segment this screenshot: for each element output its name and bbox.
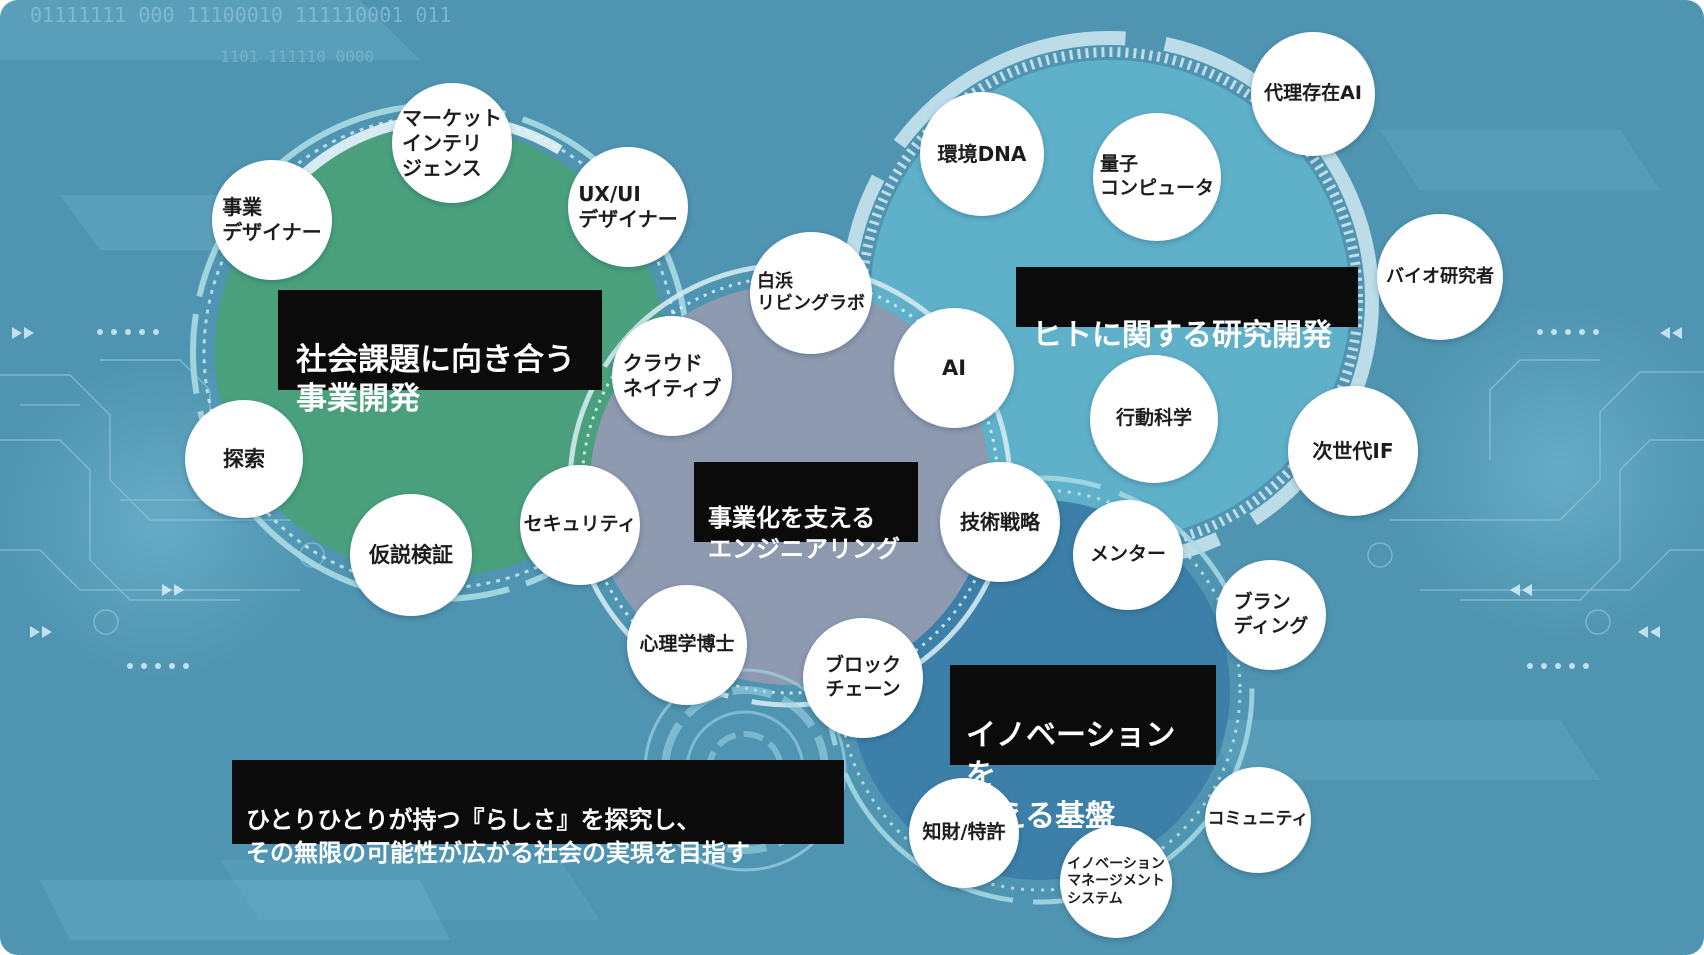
node-mentor: メンター [1073,500,1183,610]
bg-panel [220,860,600,920]
node-blockchain: ブロック チェーン [803,618,923,738]
node-psychology-phd: 心理学博士 [627,585,747,705]
binary-text: 01111111 000 11100010 111110001 011 [30,3,451,27]
title-engineering: 事業化を支える エンジニアリング [694,462,918,563]
node-branding: ブラン ディング [1216,560,1326,670]
circuit-left [0,359,325,635]
node-next-gen-interface: 次世代IF [1288,386,1418,516]
bg-panel [1200,720,1600,780]
circuit-right [1367,359,1704,635]
title-human: ヒトに関する研究開発 [1016,267,1358,353]
node-exploration: 探索 [185,400,303,518]
node-bio-researcher: バイオ研究者 [1377,214,1503,340]
mission-statement-text: ひとりひとりが持つ『らしさ』を探究し、 その無限の可能性が広がる社会の実現を目指… [246,805,750,868]
binary-text-2: 1101 111110 0000 [220,47,374,66]
node-intellectual-property: 知財/特許 [909,778,1019,888]
node-community: コミュニティ [1205,767,1311,873]
title-human-text: ヒトに関する研究開発 [1032,318,1332,353]
node-cloud-native: クラウド ネイティブ [612,316,732,436]
node-tech-strategy: 技術戦略 [940,462,1060,582]
bg-panel [40,880,450,940]
dots-right [1510,327,1682,669]
title-social: 社会課題に向き合う 事業開発 [278,290,602,417]
node-behavioral-science: 行動科学 [1090,355,1218,483]
title-engineering-text: 事業化を支える エンジニアリング [708,504,900,564]
node-ux-ui-designer: UX/UI デザイナー [568,147,688,267]
node-market-intelligence: マーケット インテリ ジェンス [392,83,512,203]
bg-panel [0,0,420,60]
dots-left [12,327,189,669]
bg-panel [1380,130,1660,190]
bg-glow [1390,300,1704,640]
node-quantum-computer: 量子 コンピュータ [1093,113,1221,241]
title-social-text: 社会課題に向き合う 事業開発 [296,341,575,417]
node-shirahama-living-lab: 白浜 リビングラボ [750,232,872,354]
mission-statement: ひとりひとりが持つ『らしさ』を探究し、 その無限の可能性が広がる社会の実現を目指… [232,760,844,867]
node-innovation-management-system: イノベーション マネージメント システム [1060,826,1172,938]
node-hypothesis: 仮説検証 [350,494,472,616]
node-security: セキュリティ [520,465,640,585]
node-business-designer: 事業 デザイナー [212,160,332,280]
node-environmental-dna: 環境DNA [920,92,1044,216]
node-proxy-existence-ai: 代理存在AI [1251,32,1375,156]
node-ai: AI [894,308,1014,428]
title-innovation: イノベーションを 支える基盤 [950,665,1216,834]
